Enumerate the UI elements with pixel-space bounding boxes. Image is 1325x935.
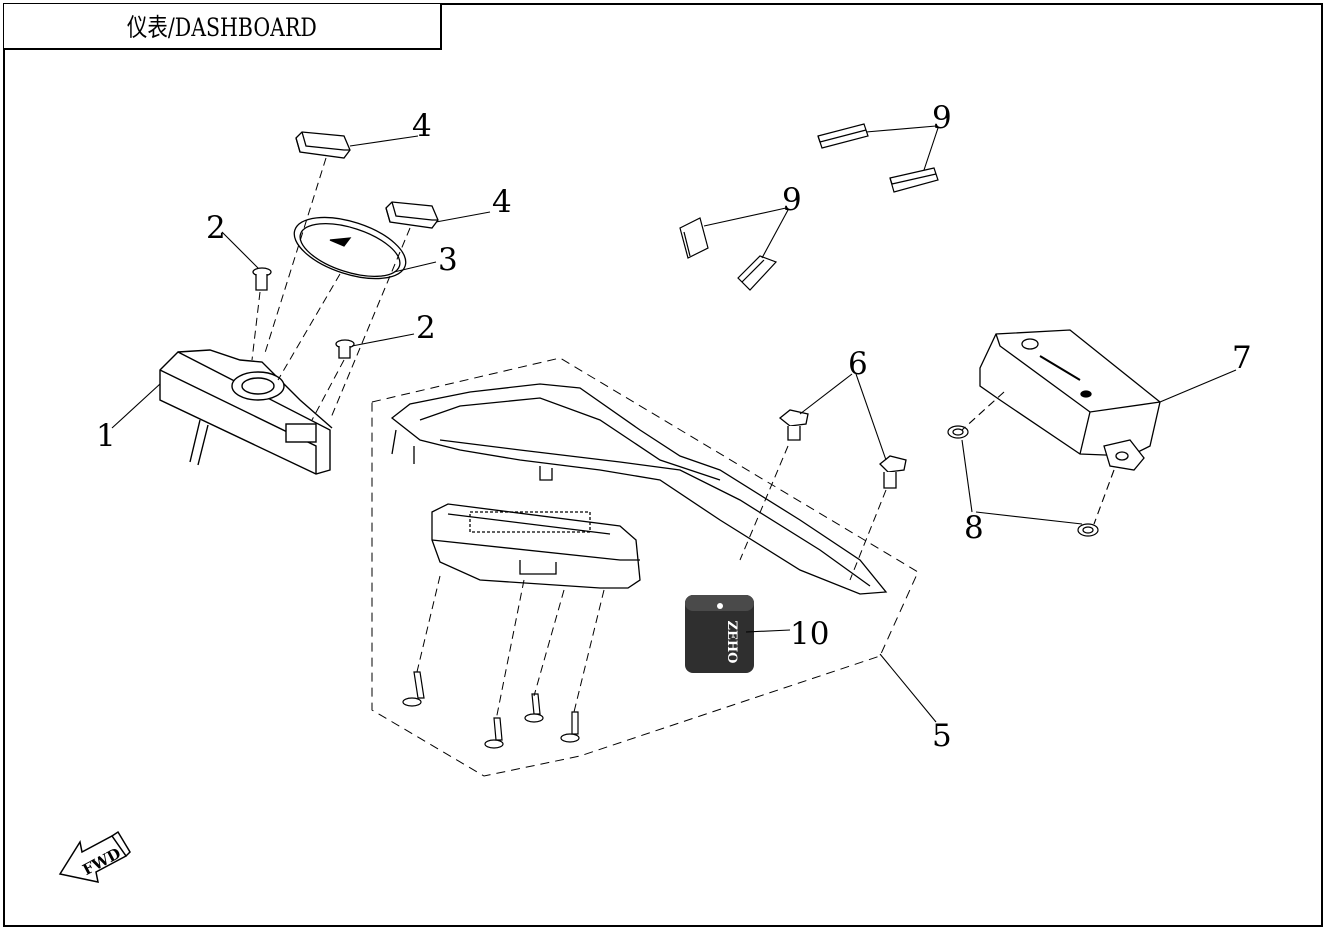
assembly-lines-left [251,157,411,421]
leader-lines-left [111,135,491,429]
page-border [3,3,1323,927]
part-9-pads [679,123,939,291]
callout-4-upper: 4 [412,108,432,144]
part-7-module [979,329,1161,471]
callout-7: 7 [1232,340,1252,376]
part-5-meter-body [431,503,641,589]
leader-line-5 [879,653,937,723]
callout-10: 10 [790,616,829,652]
tag-logo-text: ZEHO [724,620,739,663]
callout-2-lower: 2 [416,310,436,346]
part-5-upper-housing [390,383,888,595]
part-2-screw-lower [335,339,355,359]
leader-lines-6 [799,373,887,461]
callout-9-lower: 9 [782,182,802,218]
part-10-tag: ZEHO [685,595,791,673]
page-title: 仪表/DASHBOARD [126,13,317,42]
part-3-cover [293,216,407,280]
title-box: 仪表/DASHBOARD [4,4,442,50]
leader-lines-9 [703,125,939,259]
callout-9-upper: 9 [932,100,952,136]
assembly-lines-center [415,445,887,721]
part-6-screws [778,409,907,489]
callout-4-lower: 4 [492,184,512,220]
callout-8: 8 [964,510,984,546]
leader-lines-right [961,369,1237,525]
callout-6: 6 [848,346,868,382]
callout-5: 5 [932,718,952,754]
part-2-screw-upper [252,267,272,291]
part-1-bracket [159,349,333,475]
callouts: 1 2 2 3 4 4 5 6 7 8 9 9 10 [96,100,1252,754]
part-5-screws [402,671,580,749]
part-5-boundary [371,357,919,777]
fwd-arrow-icon: FWD [58,830,131,883]
callout-1: 1 [96,418,116,454]
callout-3: 3 [438,242,458,278]
callout-2-upper: 2 [206,210,226,246]
part-4-button-upper [295,131,351,159]
part-4-button-lower [385,201,439,229]
